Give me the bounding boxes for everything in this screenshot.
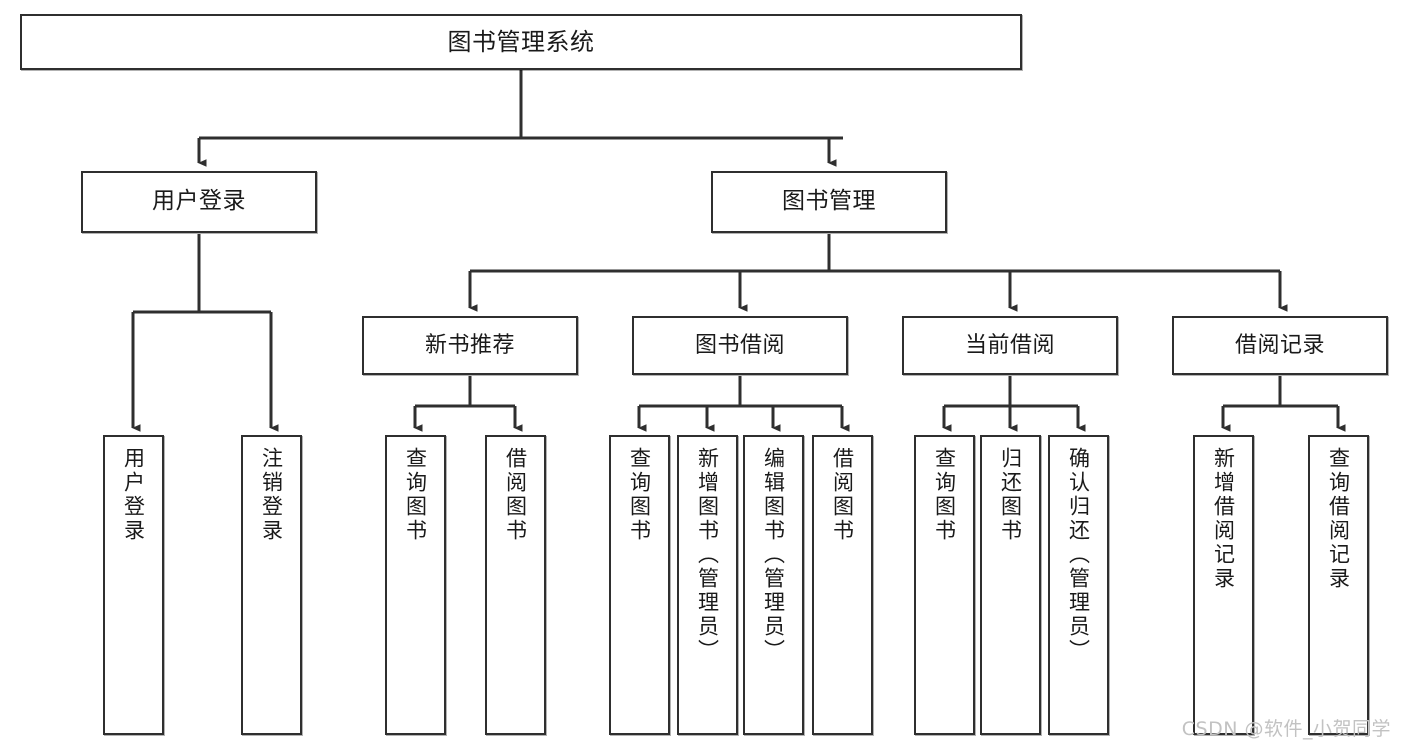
node-label: 新增图书（管理员） — [695, 447, 720, 663]
node-label: 新书推荐 — [424, 332, 515, 358]
node-book-management[interactable]: 图书管理 — [711, 171, 947, 233]
leaf-return-book[interactable]: 归还图书 — [980, 435, 1041, 735]
node-label: 借阅图书 — [830, 447, 855, 543]
node-label: 查询借阅记录 — [1326, 447, 1351, 591]
node-label: 当前借阅 — [964, 332, 1055, 358]
node-new-book-recommend[interactable]: 新书推荐 — [362, 316, 578, 375]
leaf-borrow-book[interactable]: 借阅图书 — [812, 435, 873, 735]
node-label: 图书借阅 — [694, 332, 785, 358]
leaf-user-login[interactable]: 用户登录 — [103, 435, 164, 735]
leaf-query-book-borrow[interactable]: 查询图书 — [609, 435, 670, 735]
leaf-query-borrow-record[interactable]: 查询借阅记录 — [1308, 435, 1369, 735]
node-book-borrow[interactable]: 图书借阅 — [632, 316, 848, 375]
leaf-query-book-recommend[interactable]: 查询图书 — [385, 435, 446, 735]
node-current-borrow[interactable]: 当前借阅 — [902, 316, 1118, 375]
node-label: 编辑图书（管理员） — [761, 447, 786, 663]
node-label: 查询图书 — [403, 447, 428, 543]
node-label: 查询图书 — [627, 447, 652, 543]
node-borrow-records[interactable]: 借阅记录 — [1172, 316, 1388, 375]
node-label: 用户登录 — [152, 188, 246, 215]
node-label: 查询图书 — [932, 447, 957, 543]
leaf-add-borrow-record[interactable]: 新增借阅记录 — [1193, 435, 1254, 735]
node-label: 确认归还（管理员） — [1066, 447, 1091, 663]
leaf-user-logout[interactable]: 注销登录 — [241, 435, 302, 735]
node-label: 用户登录 — [121, 447, 146, 543]
node-label: 新增借阅记录 — [1211, 447, 1236, 591]
node-user-login[interactable]: 用户登录 — [81, 171, 317, 233]
leaf-borrow-book-recommend[interactable]: 借阅图书 — [485, 435, 546, 735]
leaf-query-book-current[interactable]: 查询图书 — [914, 435, 975, 735]
csdn-watermark: CSDN @软件_小贺同学 — [1181, 718, 1391, 740]
node-label: 归还图书 — [998, 447, 1023, 543]
node-label: 图书管理系统 — [447, 27, 595, 56]
leaf-add-book-admin[interactable]: 新增图书（管理员） — [677, 435, 738, 735]
node-label: 注销登录 — [259, 447, 284, 543]
node-label: 图书管理 — [782, 188, 876, 215]
node-label: 借阅图书 — [503, 447, 528, 543]
leaf-edit-book-admin[interactable]: 编辑图书（管理员） — [743, 435, 804, 735]
node-label: 借阅记录 — [1234, 332, 1325, 358]
leaf-confirm-return-admin[interactable]: 确认归还（管理员） — [1048, 435, 1109, 735]
node-root-system[interactable]: 图书管理系统 — [20, 14, 1022, 70]
